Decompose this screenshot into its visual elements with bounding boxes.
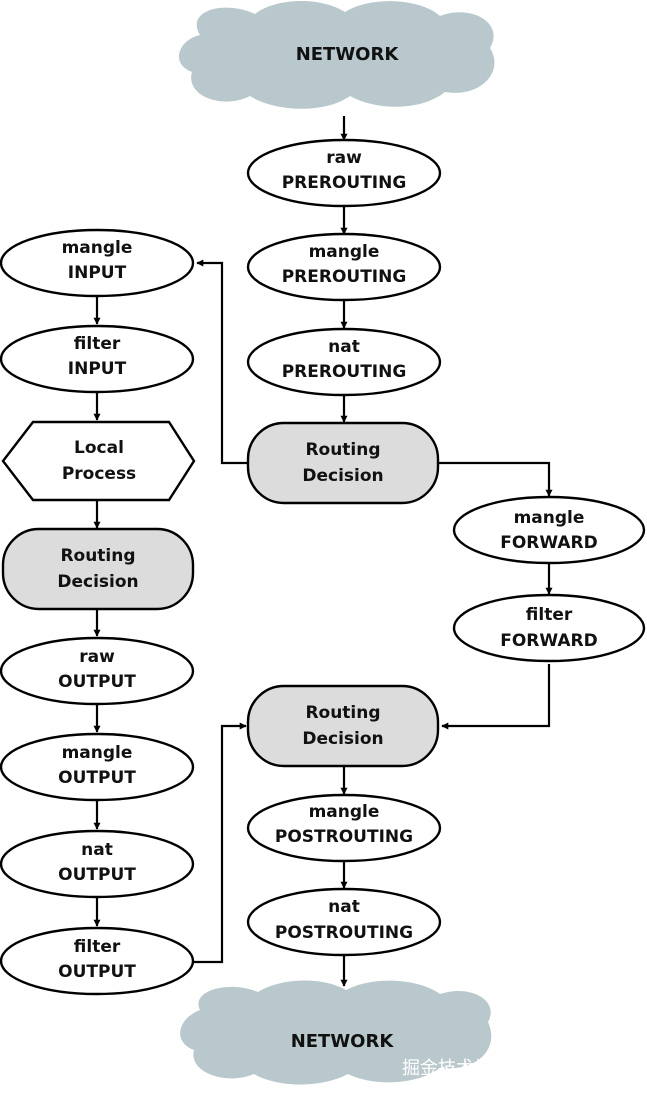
watermark-text: 掘金技术社区 @ 昵称为空C	[402, 1058, 624, 1079]
node-label-line1: filter	[526, 605, 573, 625]
node-label-line2: OUTPUT	[58, 768, 136, 788]
node-nat-prerouting: nat PREROUTING	[246, 327, 442, 397]
node-routing-decision-3: Routing Decision	[246, 684, 440, 768]
node-label-line1: Routing	[60, 546, 135, 566]
node-label-line2: POSTROUTING	[275, 827, 413, 847]
node-routing-decision-2: Routing Decision	[1, 527, 195, 611]
node-label-line2: Decision	[302, 466, 383, 486]
node-filter-input: filter INPUT	[0, 324, 195, 394]
node-routing-decision-1: Routing Decision	[246, 421, 440, 505]
node-label-line1: filter	[74, 334, 121, 354]
edge-filter-output-to-routing-3	[193, 722, 247, 964]
node-mangle-prerouting: mangle PREROUTING	[246, 232, 442, 302]
edge-filter-forward-to-routing-3	[441, 664, 551, 730]
node-label-line1: nat	[81, 840, 113, 860]
node-label-line1: filter	[74, 937, 121, 957]
node-raw-prerouting: raw PREROUTING	[246, 138, 442, 208]
node-label-line1: mangle	[309, 242, 380, 262]
node-label-line2: PREROUTING	[282, 362, 407, 382]
node-label-line1: raw	[79, 647, 115, 667]
node-mangle-postrouting: mangle POSTROUTING	[246, 793, 442, 863]
node-label-line2: Decision	[302, 729, 383, 749]
node-label-line1: nat	[328, 337, 360, 357]
network-label-bottom: NETWORK	[291, 1031, 395, 1052]
node-label-line2: PREROUTING	[282, 267, 407, 287]
node-mangle-forward: mangle FORWARD	[452, 495, 646, 565]
edge-routing-1-to-mangle-forward	[438, 461, 553, 497]
network-cloud-bottom: NETWORK	[180, 980, 492, 1085]
node-label-line2: POSTROUTING	[275, 923, 413, 943]
node-label-line2: FORWARD	[500, 533, 598, 553]
node-label-line1: mangle	[514, 508, 585, 528]
network-cloud-top: NETWORK	[178, 0, 495, 109]
edge-routing-1-to-mangle-input	[196, 259, 248, 465]
node-local-process: Local Process	[1, 420, 196, 502]
node-label-line2: INPUT	[68, 263, 127, 283]
node-nat-output: nat OUTPUT	[0, 829, 195, 899]
node-label-line1: Routing	[305, 440, 380, 460]
node-mangle-output: mangle OUTPUT	[0, 732, 195, 802]
node-label-line1: nat	[328, 897, 360, 917]
node-filter-forward: filter FORWARD	[452, 593, 646, 663]
node-nat-postrouting: nat POSTROUTING	[246, 887, 442, 957]
network-label-top: NETWORK	[296, 44, 400, 65]
node-label-line2: OUTPUT	[58, 865, 136, 885]
node-label-line2: PREROUTING	[282, 173, 407, 193]
node-label-line2: OUTPUT	[58, 962, 136, 982]
node-label-line2: INPUT	[68, 359, 127, 379]
node-raw-output: raw OUTPUT	[0, 636, 195, 706]
node-label-line2: OUTPUT	[58, 672, 136, 692]
node-label-line1: mangle	[62, 743, 133, 763]
node-filter-output: filter OUTPUT	[0, 926, 195, 996]
node-mangle-input: mangle INPUT	[0, 228, 195, 298]
node-label-line2: Process	[62, 464, 136, 484]
node-label-line2: Decision	[57, 572, 138, 592]
node-label-line1: raw	[326, 148, 362, 168]
node-label-line2: FORWARD	[500, 631, 598, 651]
node-label-line1: mangle	[62, 238, 133, 258]
edges	[93, 116, 553, 987]
node-label-line1: Routing	[305, 703, 380, 723]
node-label-line1: mangle	[309, 802, 380, 822]
node-label-line1: Local	[74, 438, 124, 458]
